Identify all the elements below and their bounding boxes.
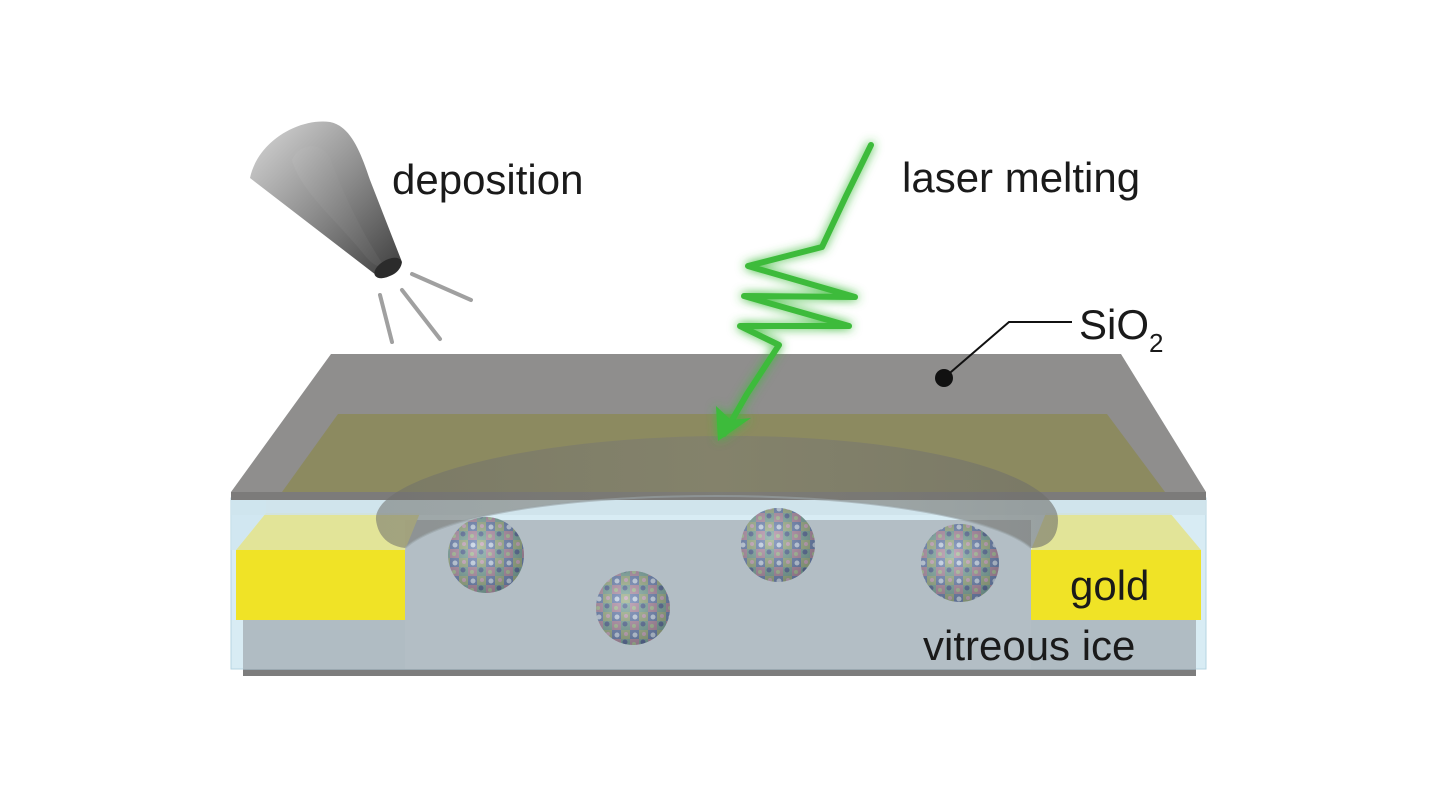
protein-particles: [448, 508, 999, 645]
label-laser-melting: laser melting: [902, 154, 1140, 201]
gold-pad-right: [1031, 550, 1201, 620]
laser-beam-icon: [716, 142, 874, 441]
particle-2: [596, 571, 670, 645]
sio2-leader: [935, 321, 1072, 387]
label-sio2: SiO2: [1079, 301, 1163, 358]
label-gold: gold: [1070, 562, 1149, 609]
label-vitreous-ice: vitreous ice: [923, 622, 1135, 669]
ice-window-left: [231, 500, 266, 550]
gold-pad-left: [236, 550, 405, 620]
spray-lines: [378, 272, 473, 344]
particle-4: [921, 524, 999, 602]
label-sio2-subscript: 2: [1149, 328, 1163, 358]
melted-dome: [375, 435, 1059, 548]
bottom-plate: [243, 669, 1196, 676]
dome-underside: [404, 494, 1032, 549]
particle-3: [741, 508, 815, 582]
particle-1: [448, 517, 524, 593]
label-deposition: deposition: [392, 156, 583, 203]
label-sio2-main: SiO: [1079, 301, 1149, 348]
gold-top-right: [1031, 513, 1201, 550]
gold-top-left: [236, 513, 420, 550]
deposition-nozzle-icon: [250, 121, 473, 344]
